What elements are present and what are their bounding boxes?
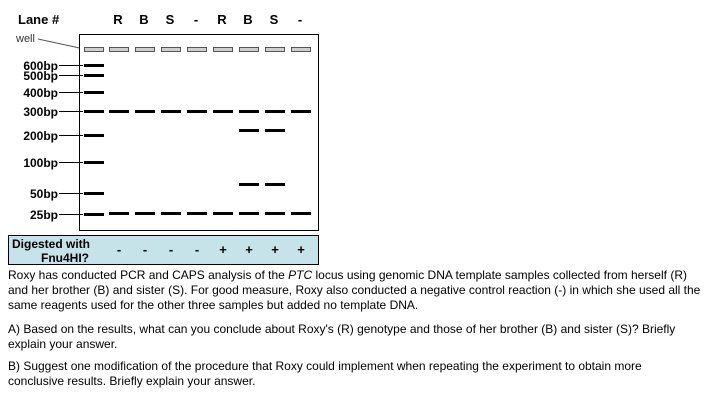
question-b-line1: B) Suggest one modification of the proce… — [8, 359, 642, 373]
digest-sign-lane-8: + — [297, 242, 305, 257]
gel-image — [59, 34, 319, 231]
band-lane-3-300bp — [161, 110, 181, 113]
ladder-label-100bp: 100bp — [23, 156, 58, 170]
lane-header-4: - — [193, 12, 199, 27]
well-lane-7 — [265, 47, 285, 52]
well-label: well — [16, 33, 35, 45]
intro-paragraph-line2: and her brother (B) and sister (S). For … — [8, 283, 701, 297]
lane-header-5: R — [217, 12, 227, 27]
band-lane-3-25bp — [161, 212, 181, 215]
digest-sign-lane-5: + — [219, 242, 227, 257]
well-lane-2 — [135, 47, 155, 52]
band-lane-7-300bp — [265, 110, 285, 113]
lane-header-7: S — [269, 12, 279, 27]
band-lane-6-25bp — [239, 212, 259, 215]
question-b-line2: conclusive results. Briefly explain your… — [8, 374, 256, 388]
band-lane-7-25bp — [265, 212, 285, 215]
ladder-label-25bp: 25bp — [29, 208, 58, 222]
band-lane-7-200bp — [265, 129, 285, 132]
band-lane-1-300bp — [109, 110, 129, 113]
digest-sign-lane-4: - — [194, 242, 200, 257]
band-lane-5-300bp — [213, 110, 233, 113]
lane-header-2: B — [139, 12, 149, 27]
ladder-band-25 — [84, 213, 104, 216]
lane-number-label: Lane # — [18, 12, 60, 27]
digest-sign-lane-6: + — [245, 242, 253, 257]
ladder-band-600 — [84, 64, 104, 67]
ladder-tick-200 — [59, 135, 83, 136]
band-lane-7-60bp — [265, 183, 285, 186]
ladder-label-50bp: 50bp — [29, 187, 58, 201]
ladder-tick-100 — [59, 162, 83, 163]
ladder-tick-400 — [59, 92, 83, 93]
ladder-tick-600 — [59, 65, 83, 66]
band-lane-6-200bp — [239, 129, 259, 132]
well-pointer-line — [37, 38, 85, 50]
band-lane-6-300bp — [239, 110, 259, 113]
digest-sign-lane-2: - — [142, 242, 148, 257]
ladder-band-50 — [84, 192, 104, 195]
intro-paragraph-line1: Roxy has conducted PCR and CAPS analysis… — [8, 268, 687, 282]
well-lane-6 — [239, 47, 259, 52]
ladder-label-600bp: 600bp — [23, 59, 58, 73]
ladder-band-300 — [84, 110, 104, 113]
ladder-tick-300 — [59, 111, 83, 112]
well-lane-4 — [187, 47, 207, 52]
band-lane-8-300bp — [291, 110, 311, 113]
digest-label-line1: Digested with — [12, 237, 91, 251]
ladder-label-500bp: 500bp — [23, 69, 58, 83]
intro-paragraph-line3: same reagents used for the other three s… — [8, 298, 419, 312]
lane-header-6: B — [243, 12, 253, 27]
ladder-label-200bp: 200bp — [23, 129, 58, 143]
digest-label-line2: Fnu4HI? — [41, 251, 89, 265]
digest-row: Digested with Fnu4HI? - - - - + + + + — [8, 235, 319, 265]
ladder-band-400 — [84, 91, 104, 94]
ladder-tick-500 — [59, 75, 83, 76]
band-lane-2-25bp — [135, 212, 155, 215]
digest-sign-lane-1: - — [116, 242, 122, 257]
ladder-label-400bp: 400bp — [23, 86, 58, 100]
ladder-label-300bp: 300bp — [23, 105, 58, 119]
well-lane-5 — [213, 47, 233, 52]
lane-header-3: S — [165, 12, 175, 27]
ladder-tick-25 — [59, 214, 83, 215]
digest-sign-lane-7: + — [271, 242, 279, 257]
lane-header-8: - — [297, 12, 303, 27]
ladder-band-500 — [84, 74, 104, 77]
ladder-band-200 — [84, 134, 104, 137]
well-lane-3 — [161, 47, 181, 52]
band-lane-1-25bp — [109, 212, 129, 215]
band-lane-6-60bp — [239, 183, 259, 186]
band-lane-4-300bp — [187, 110, 207, 113]
band-lane-5-25bp — [213, 212, 233, 215]
ladder-tick-50 — [59, 193, 83, 194]
question-a-line2: explain your answer. — [8, 337, 118, 351]
band-lane-4-25bp — [187, 212, 207, 215]
well-lane-8 — [291, 47, 311, 52]
question-a-line1: A) Based on the results, what can you co… — [8, 322, 676, 336]
band-lane-8-25bp — [291, 212, 311, 215]
lane-header-1: R — [113, 12, 123, 27]
well-lane-1 — [109, 47, 129, 52]
digest-sign-lane-3: - — [168, 242, 174, 257]
ladder-band-100 — [84, 161, 104, 164]
band-lane-2-300bp — [135, 110, 155, 113]
well-ladder — [84, 47, 104, 52]
